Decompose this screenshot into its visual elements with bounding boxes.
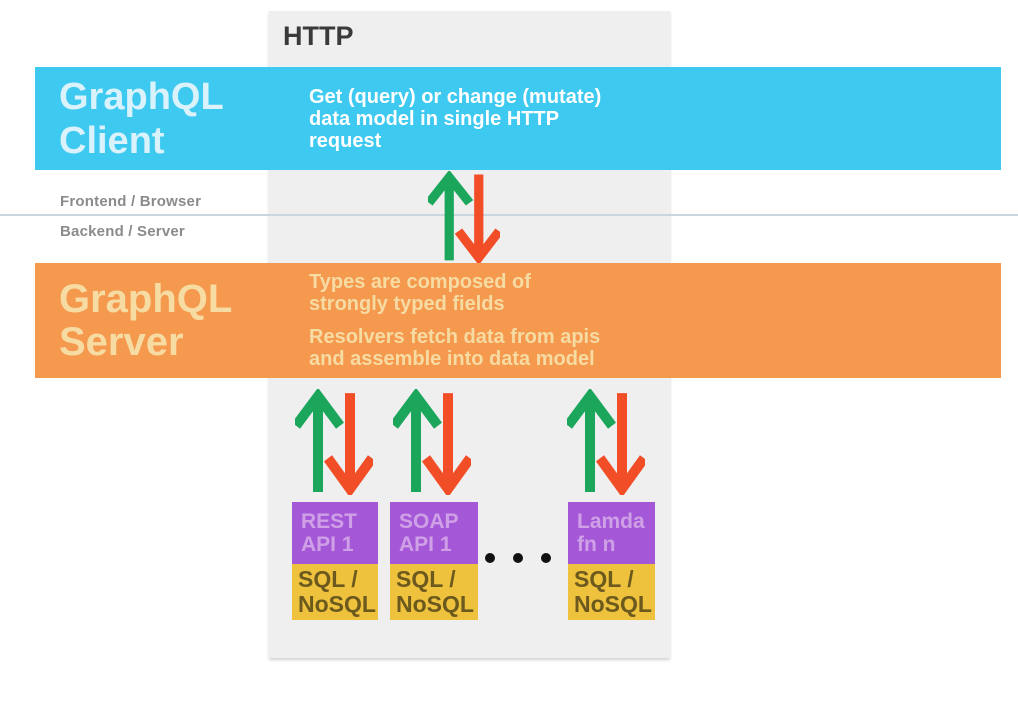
server-soap-arrows-icon — [393, 389, 471, 495]
server-lambda-arrows-icon — [567, 389, 645, 495]
server-point-types: Types are composed of strongly typed fie… — [309, 271, 531, 315]
rest-api-box: REST API 1 — [292, 502, 378, 564]
graphql-client-description: Get (query) or change (mutate) data mode… — [309, 85, 602, 152]
server-rest-arrows-icon — [295, 389, 373, 495]
graphql-client-title: GraphQL Client — [59, 75, 224, 162]
server-point-resolvers: Resolvers fetch data from apis and assem… — [309, 326, 601, 370]
lambda-db-label: SQL / NoSQL — [574, 566, 652, 617]
lambda-fn-box: Lamda fn n — [568, 502, 655, 564]
ellipsis-dot — [485, 553, 495, 563]
graphql-server-title: GraphQL Server — [59, 276, 233, 364]
soap-api-box: SOAP API 1 — [390, 502, 478, 564]
lambda-db-box: SQL / NoSQL — [568, 564, 655, 620]
lambda-fn-label: Lamda fn n — [577, 510, 645, 556]
client-server-arrows-icon — [428, 171, 500, 263]
graphql-client-band: GraphQL Client Get (query) or change (mu… — [35, 67, 1001, 170]
rest-db-box: SQL / NoSQL — [292, 564, 378, 620]
ellipsis-dot — [541, 553, 551, 563]
graphql-server-band: GraphQL Server Types are composed of str… — [35, 263, 1001, 378]
frontend-browser-label: Frontend / Browser — [60, 193, 202, 210]
soap-db-label: SQL / NoSQL — [396, 566, 474, 617]
ellipsis-dot — [513, 553, 523, 563]
graphql-server-points: Types are composed of strongly typed fie… — [309, 271, 600, 370]
ellipsis-icon — [485, 553, 551, 563]
rest-api-label: REST API 1 — [301, 510, 358, 556]
backend-server-label: Backend / Server — [60, 223, 185, 240]
frontend-backend-divider — [0, 214, 1018, 216]
rest-db-label: SQL / NoSQL — [298, 566, 376, 617]
soap-db-box: SQL / NoSQL — [390, 564, 478, 620]
http-column-title: HTTP — [283, 21, 354, 51]
soap-api-label: SOAP API 1 — [399, 510, 459, 556]
